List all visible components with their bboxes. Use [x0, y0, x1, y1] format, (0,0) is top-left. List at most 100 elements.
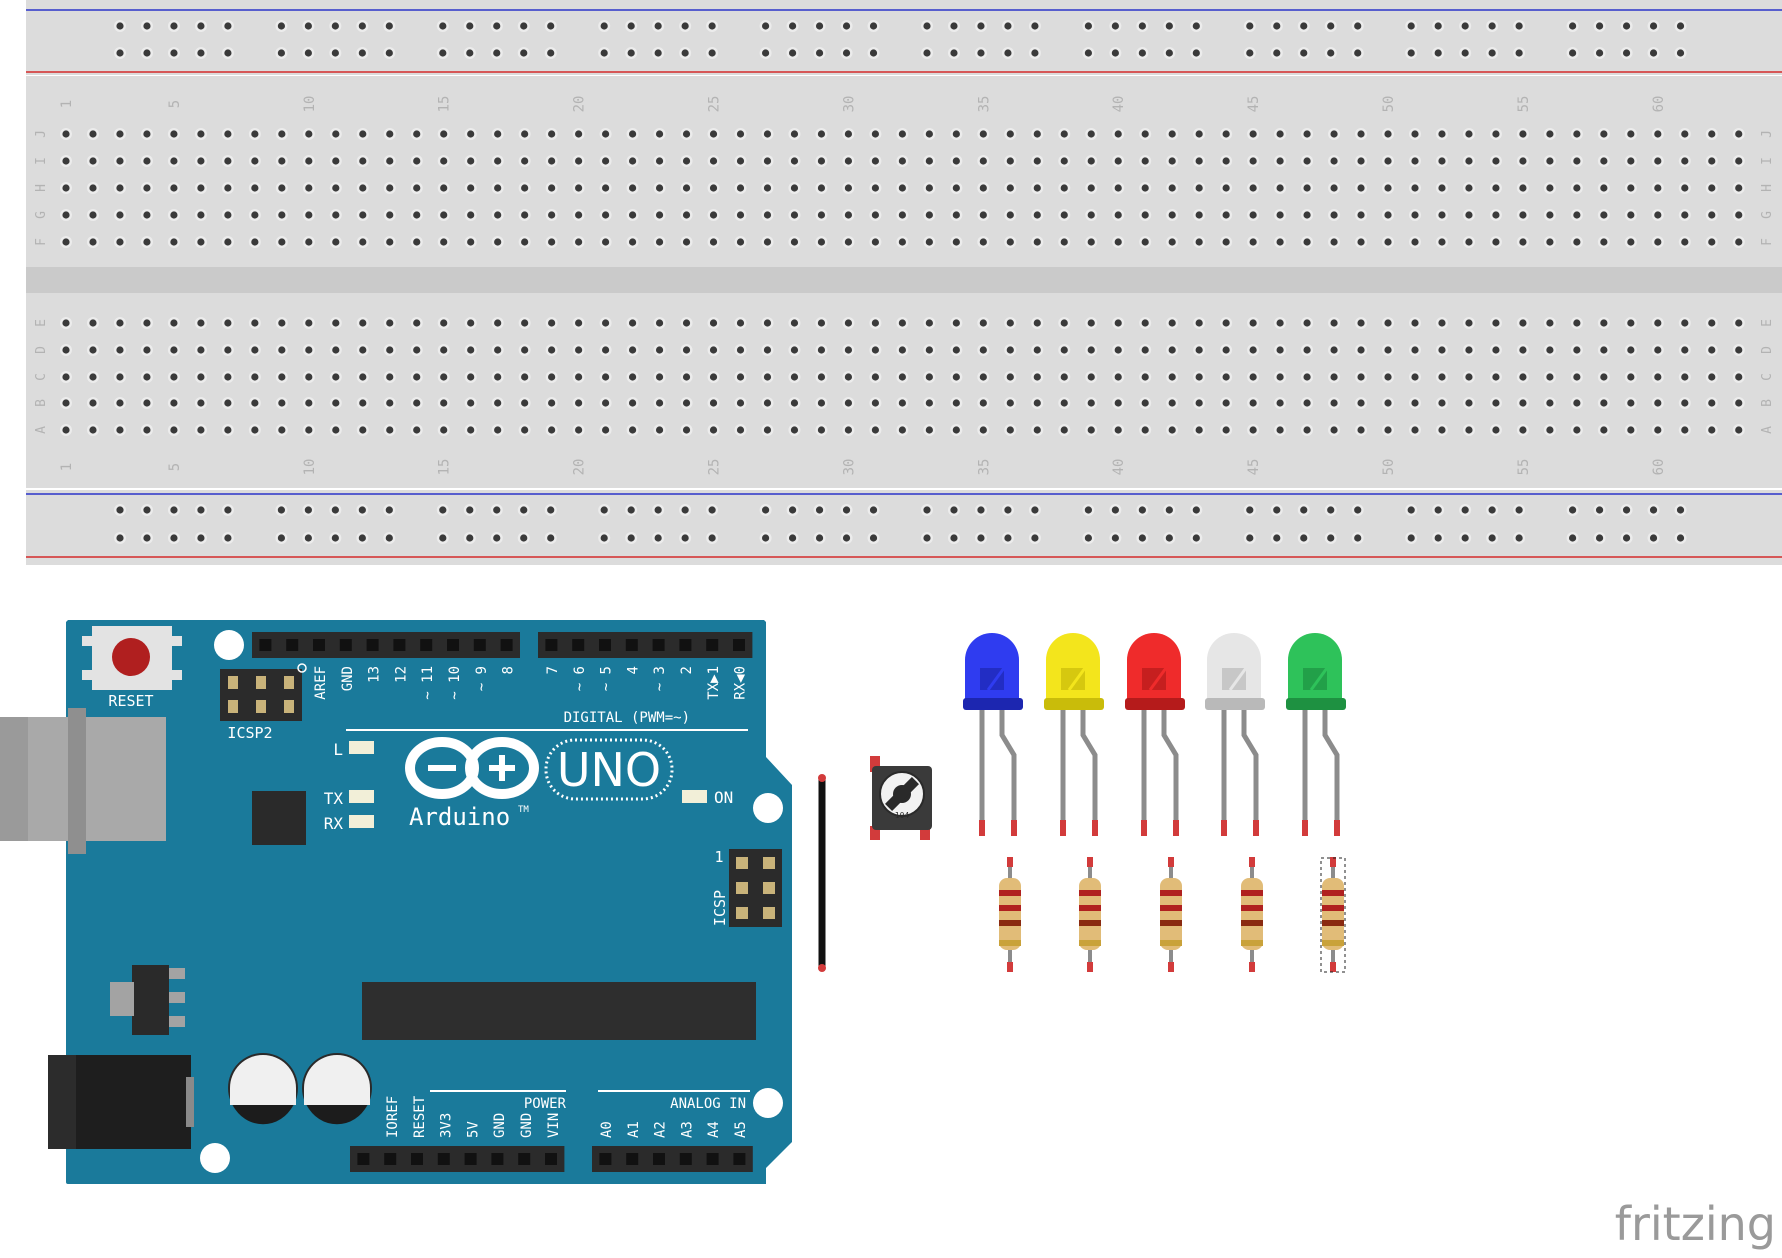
breadboard-hole-socket [602, 319, 610, 327]
header-pin-socket[interactable] [500, 639, 513, 651]
header-pin-socket[interactable] [473, 639, 486, 651]
led-yellow[interactable] [1044, 633, 1104, 836]
header-pin-socket[interactable] [339, 639, 352, 651]
header-pin-socket[interactable] [464, 1153, 477, 1165]
header-pin-socket[interactable] [393, 639, 406, 651]
breadboard-hole-socket [1330, 346, 1338, 354]
icsp2-header [220, 669, 302, 721]
breadboard-hole-socket [1465, 426, 1473, 434]
breadboard-hole-socket [709, 184, 718, 192]
header-pin-socket[interactable] [357, 1153, 370, 1165]
header-pin-socket[interactable] [313, 639, 325, 651]
column-number: 55 [1516, 459, 1532, 476]
breadboard-hole-socket [925, 319, 933, 327]
header-pin-socket[interactable] [545, 1153, 557, 1165]
digital-header-left [252, 632, 520, 658]
potentiometer[interactable]: 104 [870, 756, 932, 840]
breadboard-hole-socket [1573, 426, 1581, 434]
led-white[interactable] [1205, 633, 1265, 836]
breadboard-hole-socket [1465, 184, 1473, 192]
header-pin-socket[interactable] [286, 639, 299, 651]
resistor[interactable] [1160, 857, 1182, 972]
resistor[interactable] [999, 857, 1021, 972]
header-pin-socket[interactable] [545, 639, 558, 651]
row-letter: E [1760, 319, 1775, 327]
breadboard-hole-socket [1303, 238, 1311, 246]
header-pin-socket[interactable] [679, 639, 692, 651]
header-pin-socket[interactable] [259, 639, 272, 651]
breadboard-hole-socket [224, 426, 232, 434]
header-pin-socket[interactable] [626, 1153, 639, 1165]
led-blue[interactable] [963, 633, 1023, 836]
breadboard-hole-socket [1087, 184, 1095, 192]
jumper-wire[interactable] [818, 774, 826, 972]
breadboard-hole-socket [413, 184, 421, 192]
header-pin-socket[interactable] [733, 639, 745, 651]
resistor[interactable] [1079, 857, 1101, 972]
breadboard[interactable]: 1155101015152020252530303535404045455050… [26, 0, 1782, 565]
breadboard-hole-socket [655, 373, 664, 381]
header-pin-socket[interactable] [437, 1153, 450, 1165]
pin-label: ~ 11 [420, 666, 436, 700]
resistor[interactable] [1320, 857, 1346, 973]
wire-end[interactable] [818, 774, 826, 782]
row-letter: F [34, 238, 49, 246]
breadboard-hole-socket [224, 399, 232, 407]
breadboard-hole-socket [251, 130, 259, 138]
breadboard-hole-socket [1357, 319, 1365, 327]
header-pin-socket[interactable] [706, 1153, 719, 1165]
header-pin-socket[interactable] [411, 1153, 423, 1165]
breadboard-hole-socket [466, 534, 474, 542]
header-pin-socket[interactable] [447, 639, 459, 651]
header-pin-socket[interactable] [679, 1153, 692, 1165]
breadboard-hole-socket [1300, 49, 1308, 57]
header-pin-socket[interactable] [366, 639, 379, 651]
breadboard-hole-socket [1273, 506, 1281, 514]
breadboard-hole-socket [547, 49, 555, 57]
breadboard-hole-socket [681, 49, 689, 57]
header-pin-socket[interactable] [706, 639, 719, 651]
header-pin-socket[interactable] [733, 1153, 746, 1165]
breadboard-hole-socket [467, 373, 475, 381]
breadboard-hole-socket [1276, 184, 1284, 192]
breadboard-hole-socket [952, 130, 960, 138]
header-pin-socket[interactable] [491, 1153, 504, 1165]
header-pin-socket[interactable] [384, 1153, 397, 1165]
breadboard-hole-socket [1141, 157, 1149, 165]
pin-label: AREF [313, 666, 329, 700]
breadboard-hole-socket [682, 346, 691, 354]
led-green[interactable] [1286, 633, 1346, 836]
header-pin-socket[interactable] [518, 1153, 531, 1165]
breadboard-hole-socket [898, 426, 906, 434]
header-pin-socket[interactable] [653, 1153, 665, 1165]
header-pin-socket[interactable] [420, 639, 433, 651]
header-pin-socket[interactable] [625, 639, 638, 651]
breadboard-hole-socket [89, 426, 97, 434]
breadboard-hole-socket [681, 22, 689, 30]
breadboard-hole-socket [817, 157, 826, 165]
breadboard-hole-socket [1195, 319, 1203, 327]
breadboard-hole-socket [386, 184, 394, 192]
breadboard-hole-socket [386, 426, 394, 434]
pin-label: A2 [653, 1121, 669, 1138]
wire-end[interactable] [818, 964, 826, 972]
header-pin-socket[interactable] [599, 1153, 612, 1165]
header-pin-socket[interactable] [599, 639, 611, 651]
resistor[interactable] [1241, 857, 1263, 972]
breadboard-hole-socket [1735, 319, 1743, 327]
reset-button[interactable] [112, 638, 150, 676]
breadboard-hole-socket [1569, 22, 1577, 30]
header-pin-socket[interactable] [652, 639, 665, 651]
pin-label: 13 [367, 666, 383, 683]
header-pin-socket[interactable] [572, 639, 585, 651]
breadboard-hole-socket [305, 211, 313, 219]
breadboard-hole-socket [1114, 399, 1122, 407]
breadboard-hole-socket [494, 184, 502, 192]
breadboard-hole-socket [788, 22, 797, 30]
breadboard-hole-socket [143, 534, 151, 542]
analog-header [592, 1146, 753, 1172]
led-red[interactable] [1125, 633, 1185, 836]
breadboard-hole-socket [1192, 49, 1200, 57]
